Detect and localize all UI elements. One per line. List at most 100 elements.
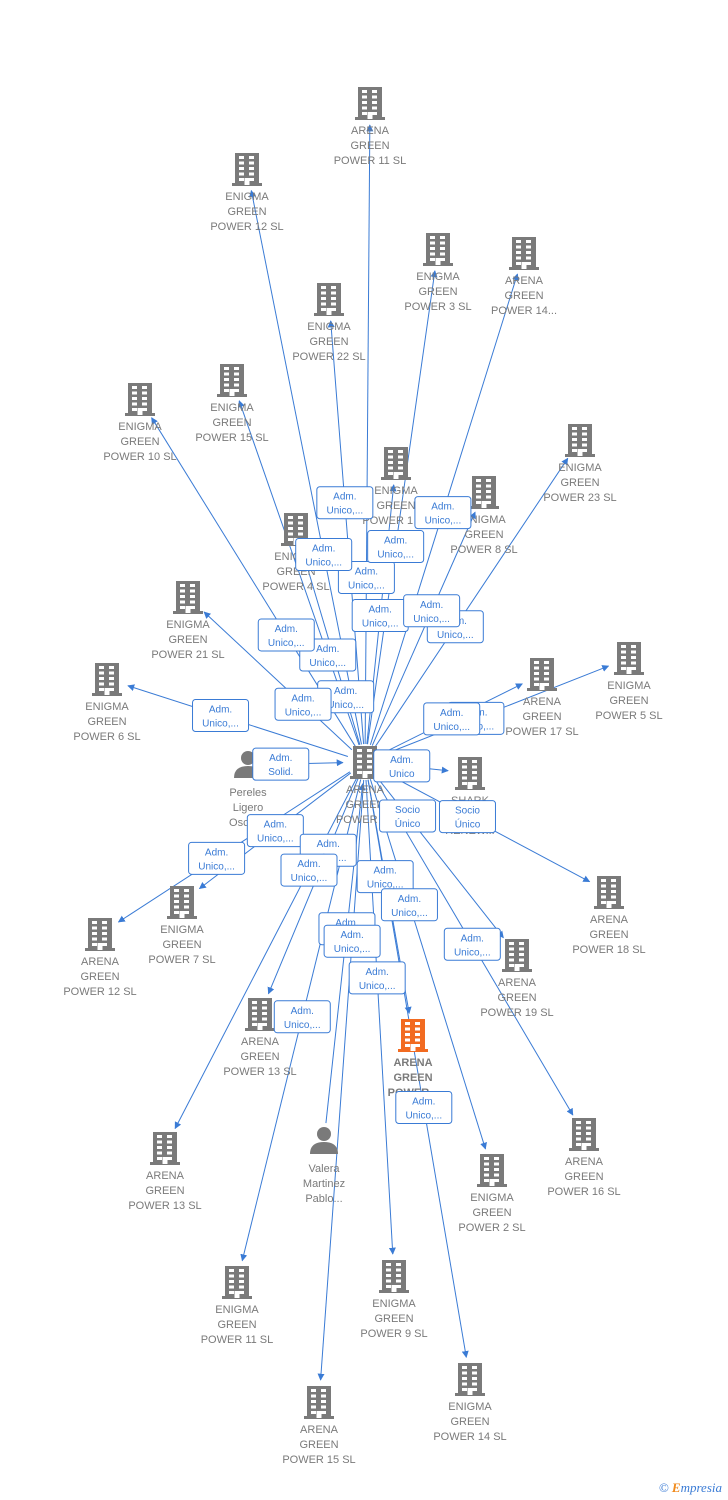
edge-label-text: Adm. — [312, 543, 335, 554]
edge-label-box[interactable]: Adm.Unico,... — [188, 841, 246, 875]
edge-label-box[interactable]: Adm.Solid. — [252, 747, 310, 781]
edge-center-to-n_arena15 — [317, 779, 365, 1381]
node-label-line: GREEN — [560, 477, 599, 489]
node-label-line: GREEN — [374, 1313, 413, 1325]
edge-label-text: Unico,... — [284, 1020, 321, 1031]
edge-label-box[interactable]: Adm.Unico,... — [356, 860, 414, 894]
edge-label-text: Adm. — [440, 708, 463, 719]
edge-label-box[interactable]: Adm.Unico,... — [274, 687, 332, 721]
edge-label-text: Unico,... — [437, 630, 474, 641]
company-node-n_enigma1[interactable]: ENIGMA GREEN POWER 1 SL — [362, 447, 430, 527]
building-icon — [423, 233, 453, 266]
building-icon — [455, 757, 485, 790]
building-icon — [245, 998, 275, 1031]
empresia-brand[interactable]: ©Empresia — [659, 1480, 722, 1496]
edge-label-text: Adm. — [398, 894, 421, 905]
node-label-line: POWER 16 SL — [547, 1186, 620, 1198]
edge-label-box[interactable]: Adm.Unico — [373, 749, 431, 783]
edge-label-box[interactable]: Adm.Unico,... — [192, 699, 250, 733]
edge-label-box[interactable]: Adm.Unico,... — [323, 924, 381, 958]
edge-label-text: Único — [455, 818, 481, 831]
edge-label-box[interactable]: Adm.Unico,... — [295, 537, 353, 571]
node-label-line: GREEN — [504, 290, 543, 302]
edge-label-text: Unico,... — [327, 700, 364, 711]
node-label-line: GREEN — [299, 1439, 338, 1451]
edge-label-box[interactable]: Adm.Unico,... — [317, 680, 375, 714]
node-label-line: POWER 21 SL — [151, 649, 224, 661]
edge-label-box[interactable]: Adm.Unico,... — [316, 486, 374, 520]
node-label-line: POWER 3 SL — [404, 301, 471, 313]
node-label-line: ENIGMA — [160, 924, 204, 936]
edge-label-text: Unico,... — [454, 947, 491, 958]
node-label-line: POWER 13 SL — [128, 1200, 201, 1212]
node-label-line: POWER 1 SL — [362, 515, 429, 527]
node-label-line: ENIGMA — [374, 485, 418, 497]
node-label-line: ARENA — [300, 1424, 339, 1436]
edge-center-to-n_enigma23 — [374, 457, 569, 748]
person-node-n_valera[interactable]: ValeraMartinezPablo... — [303, 1127, 345, 1205]
node-label-line: ENIGMA — [166, 619, 210, 631]
edge-label-box[interactable]: Adm.Unico,... — [423, 702, 481, 736]
edge-label-box[interactable]: Adm.Unico,... — [380, 888, 438, 922]
building-icon — [173, 581, 203, 614]
edge-label-box[interactable]: Adm.Unico,... — [246, 814, 304, 848]
edge-label-box[interactable]: Adm.Unico,... — [403, 594, 461, 628]
edge-label-box[interactable]: Adm.Unico,... — [337, 560, 395, 594]
edge-label-box[interactable]: Adm.Unico,... — [395, 1091, 453, 1125]
node-label-line: POWER 14... — [491, 305, 557, 317]
company-node-n_arena15[interactable]: ARENA GREEN POWER 15 SL — [282, 1386, 356, 1466]
node-label-line: GREEN — [309, 336, 348, 348]
edge-label-box[interactable]: Adm.Unico,... — [280, 853, 338, 887]
node-label-line: Martinez — [303, 1178, 345, 1190]
node-label-line: GREEN — [418, 286, 457, 298]
edge-center-to-n_enigma3 — [367, 270, 438, 745]
edge-label-text: Unico,... — [198, 861, 235, 872]
edge-label-text: Adm. — [431, 502, 454, 513]
edge-label-text: Unico,... — [268, 638, 305, 649]
edge-label-box[interactable]: Adm. Unico,... — [273, 1000, 331, 1034]
edge-label-text: Adm. — [291, 693, 314, 704]
edge-label-text: Adm. — [291, 1006, 314, 1017]
node-label-line: GREEN — [609, 695, 648, 707]
edge-label-box[interactable]: Adm.Unico,... — [351, 598, 409, 632]
edge-label-box[interactable]: Adm.Unico,... — [443, 927, 501, 961]
building-icon — [222, 1266, 252, 1299]
node-label-line: POWER 15 SL — [282, 1454, 355, 1466]
company-node-n_arenaHL[interactable]: ARENAGREENPOWER... — [388, 1019, 439, 1099]
edge-label-box[interactable]: Adm.Unico,... — [367, 530, 425, 564]
node-label-line: GREEN — [376, 500, 415, 512]
person-icon — [310, 1127, 338, 1154]
edge-label-text: Unico,... — [257, 834, 294, 845]
edge-label-box[interactable]: Adm.Unico,... — [257, 618, 315, 652]
building-icon — [502, 939, 532, 972]
brand-name: mpresia — [680, 1480, 722, 1495]
edge-label-box[interactable]: Adm.Unico,... — [414, 496, 472, 530]
edge-label-box[interactable]: Adm.Unico,... — [348, 961, 406, 995]
